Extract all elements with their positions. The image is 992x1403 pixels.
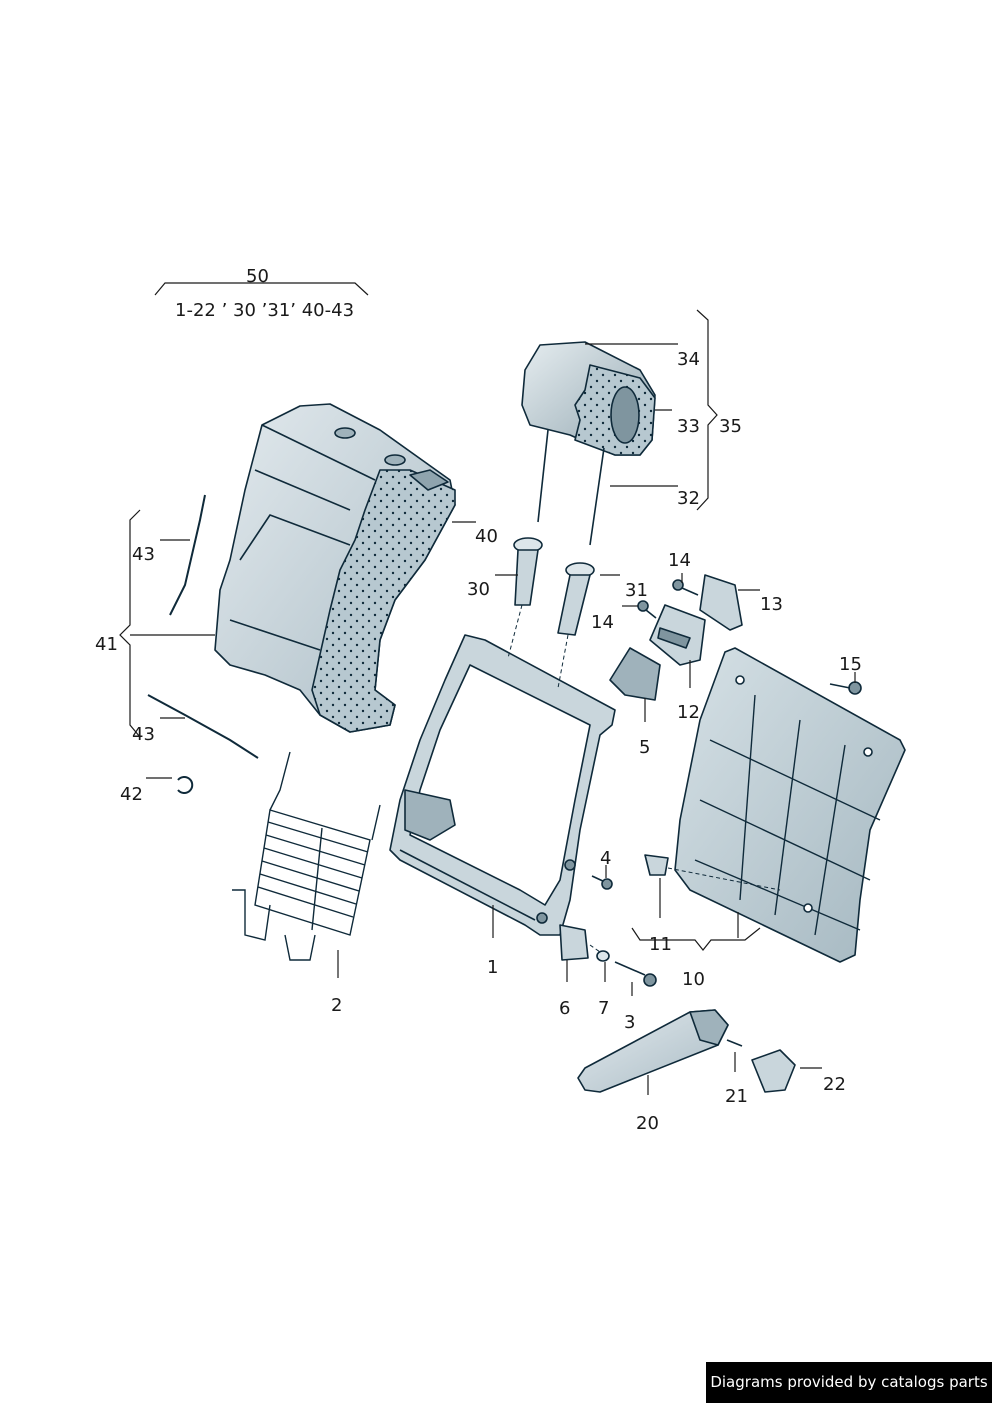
head-restraint	[521, 341, 656, 546]
callout-14-upper: 14	[668, 550, 691, 571]
callout-20: 20	[636, 1113, 659, 1134]
cap-22	[751, 1049, 796, 1093]
armrest-20	[577, 1009, 729, 1093]
callout-32: 32	[677, 488, 700, 509]
callout-34: 34	[677, 349, 700, 370]
screw-15	[829, 681, 862, 695]
wire-43-lower	[147, 694, 259, 759]
callout-4: 4	[600, 848, 611, 869]
backrest-frame	[389, 634, 616, 936]
credit-banner: Diagrams provided by catalogs parts	[706, 1362, 992, 1403]
callout-2: 2	[331, 995, 342, 1016]
bracket-6	[559, 924, 589, 961]
callout-43-upper: 43	[132, 544, 155, 565]
callout-labels: 50 1-22 ’ 30 ’31’ 40-43 34 33 35 32 40 4…	[95, 266, 862, 1134]
callout-13: 13	[760, 594, 783, 615]
callout-3: 3	[624, 1012, 635, 1033]
guide-sleeve-31	[557, 562, 595, 636]
assembly-lines	[507, 604, 781, 953]
rear-panel	[674, 647, 906, 963]
bolt-4	[591, 875, 613, 890]
callout-33: 33	[677, 416, 700, 437]
callout-1: 1	[487, 957, 498, 978]
wire-43-upper	[169, 494, 206, 616]
callout-42: 42	[120, 784, 143, 805]
callout-50: 50	[246, 266, 269, 287]
screw-14-upper	[672, 579, 699, 596]
spring-mat	[232, 751, 381, 961]
callout-7: 7	[598, 998, 609, 1019]
callout-12: 12	[677, 702, 700, 723]
screw-21	[726, 1039, 743, 1047]
callout-11: 11	[649, 934, 672, 955]
seat-back-cushion	[214, 403, 456, 733]
callout-21: 21	[725, 1086, 748, 1107]
screw-14-lower	[637, 600, 657, 619]
callout-30: 30	[467, 579, 490, 600]
clip-11	[644, 854, 669, 876]
callout-leaders	[119, 282, 856, 1095]
lock-cover-13	[699, 574, 743, 631]
callout-35: 35	[719, 416, 742, 437]
callout-15: 15	[839, 654, 862, 675]
callout-41: 41	[95, 634, 118, 655]
callout-22: 22	[823, 1074, 846, 1095]
lock-handle-12	[649, 604, 706, 666]
callout-31: 31	[625, 580, 648, 601]
callout-40: 40	[475, 526, 498, 547]
callout-5: 5	[639, 737, 650, 758]
washer-7	[596, 950, 610, 962]
callout-14-lower: 14	[591, 612, 614, 633]
callout-43-lower: 43	[132, 724, 155, 745]
guide-sleeve-30	[513, 537, 543, 606]
lock-housing-5	[609, 647, 661, 701]
callout-50-range: 1-22 ’ 30 ’31’ 40-43	[175, 300, 354, 321]
callout-10: 10	[682, 969, 705, 990]
callout-6: 6	[559, 998, 570, 1019]
clip-42	[177, 776, 194, 794]
bolt-3	[614, 961, 657, 987]
